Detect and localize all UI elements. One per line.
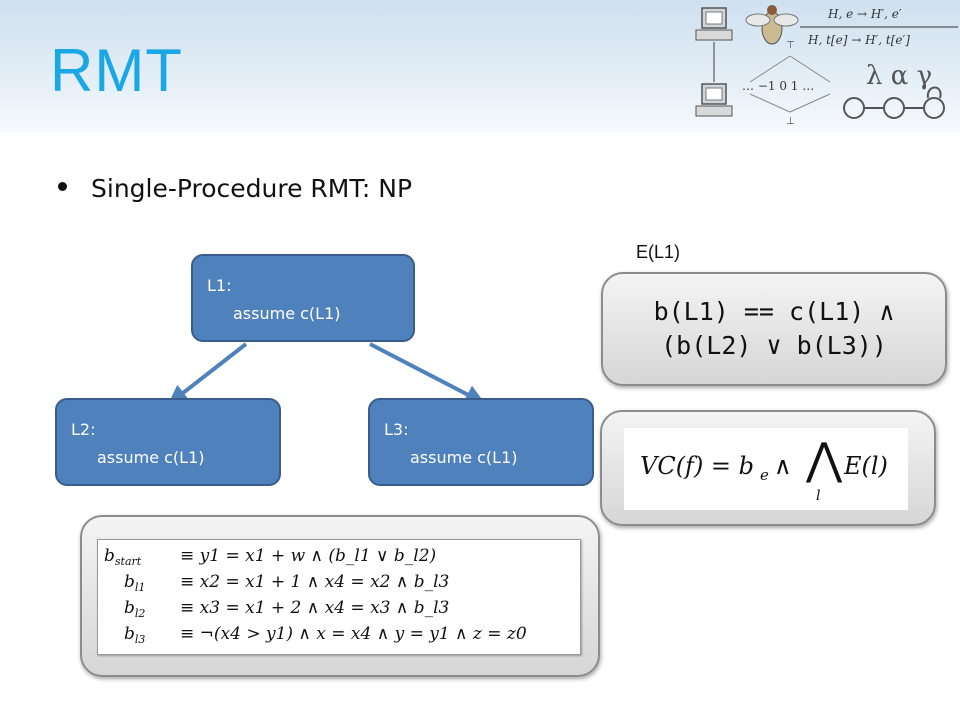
edge-l1-l3	[369, 342, 486, 404]
vc-lhs-sub: e	[760, 466, 769, 484]
lattice-top: ⊤	[786, 40, 795, 51]
edge-l1-l2	[167, 342, 248, 405]
vc-formula-panel: VC(f) = b e ∧ ⋀ l E(l)	[624, 428, 908, 510]
node-label: L1:	[207, 276, 232, 295]
block-var: bl3	[124, 624, 146, 646]
bullet-dot	[58, 182, 67, 192]
block-rhs: ≡ x3 = x1 + 2 ∧ x4 = x3 ∧ b_l3	[180, 598, 450, 618]
block-rhs: ≡ y1 = x1 + w ∧ (b_l1 ∨ b_l2)	[180, 546, 437, 566]
rule-top: H, e → H′, e′	[827, 7, 902, 21]
cfg-node-l1: L1: assume c(L1)	[191, 254, 415, 342]
node-statement: assume c(L1)	[233, 304, 341, 323]
lattice-bottom: ⊥	[786, 116, 795, 127]
vc-big-and-sub: l	[816, 488, 821, 504]
automaton-icon	[843, 86, 945, 119]
cfg-node-l2: L2: assume c(L1)	[55, 398, 281, 486]
bullet-item: Single-Procedure RMT: NP	[58, 172, 412, 204]
node-statement: assume c(L1)	[410, 448, 518, 467]
greek-letters: λ α γ	[866, 61, 932, 91]
encoding-card: b(L1) == c(L1) ∧ (b(L2) ∨ b(L3))	[601, 272, 947, 386]
header-band	[0, 0, 960, 132]
fly-icon	[745, 5, 799, 45]
node-label: L2:	[71, 420, 96, 439]
vc-big-and: ⋀	[806, 434, 843, 485]
encoding-title: E(L1)	[636, 242, 681, 262]
block-rhs: ≡ x2 = x1 + 1 ∧ x4 = x2 ∧ b_l3	[180, 572, 450, 592]
lattice-values: … −1 0 1 …	[742, 79, 814, 93]
computer-icon	[695, 7, 733, 41]
vc-lhs: VC(f) = b	[640, 452, 755, 480]
block-rhs: ≡ ¬(x4 > y1) ∧ x = x4 ∧ y = y1 ∧ z = z0	[180, 624, 527, 644]
block-formulas-panel: bstart ≡ y1 = x1 + w ∧ (b_l1 ∨ b_l2) bl1…	[97, 539, 581, 655]
vc-rhs: E(l)	[844, 452, 888, 480]
encoding-line-2: (b(L2) ∨ b(L3))	[661, 331, 887, 360]
node-label: L3:	[384, 420, 409, 439]
cfg-node-l3: L3: assume c(L1)	[368, 398, 594, 486]
block-formulas-card: bstart ≡ y1 = x1 + w ∧ (b_l1 ∨ b_l2) bl1…	[80, 515, 600, 677]
bullet-text: Single-Procedure RMT: NP	[91, 174, 413, 203]
vc-and: ∧	[774, 452, 792, 480]
vc-card: VC(f) = b e ∧ ⋀ l E(l)	[600, 410, 936, 526]
block-var: bstart	[104, 546, 142, 568]
block-var: bl2	[124, 598, 146, 620]
node-statement: assume c(L1)	[97, 448, 205, 467]
encoding-line-1: b(L1) == c(L1) ∧	[653, 297, 895, 326]
block-var: bl1	[124, 572, 146, 594]
computer-icon	[695, 83, 733, 117]
rule-bottom: H, t[e] → H′, t[e′]	[807, 33, 910, 47]
slide-title: RMT	[50, 37, 183, 104]
header-decoration: H, e → H′, e′ H, t[e] → H′, t[e′] ⊤ … −1…	[695, 5, 958, 127]
